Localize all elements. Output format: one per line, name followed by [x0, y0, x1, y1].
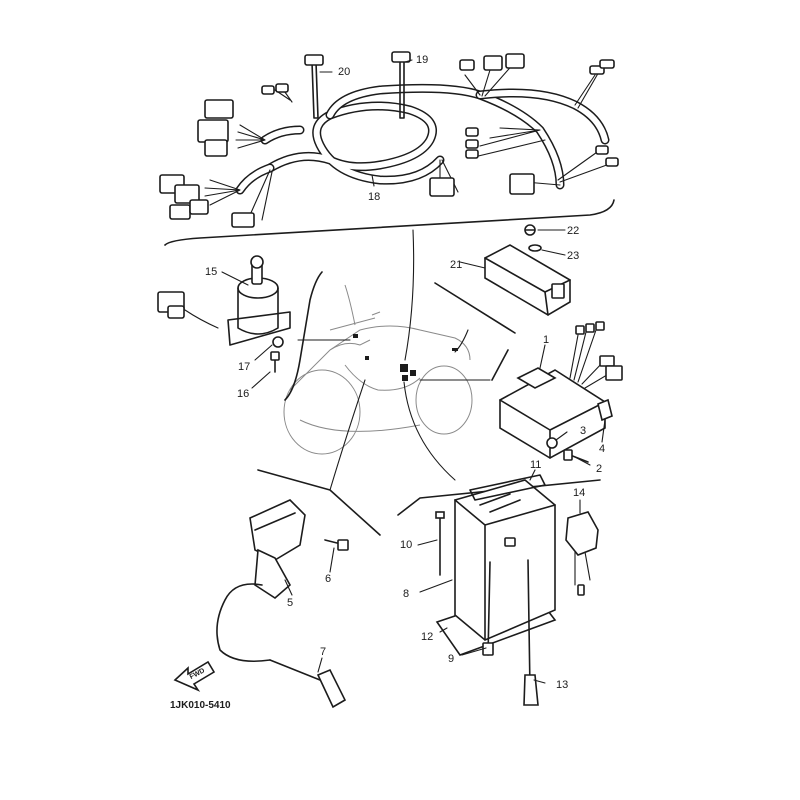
- callout-14: 14: [573, 487, 585, 499]
- callout-8: 8: [403, 588, 409, 600]
- callout-7: 7: [320, 646, 326, 658]
- ignition-coil-assembly: [216, 499, 349, 709]
- callout-2: 2: [596, 463, 602, 475]
- callout-6: 6: [325, 573, 331, 585]
- forward-arrow-icon: FWD: [173, 660, 216, 692]
- callout-15: 15: [205, 266, 217, 278]
- callout-23: 23: [567, 250, 579, 262]
- callout-12: 12: [421, 631, 433, 643]
- main-switch-assembly: [157, 255, 291, 373]
- callout-18: 18: [368, 191, 380, 203]
- callout-11: 11: [530, 459, 541, 471]
- callout-10: 10: [400, 539, 412, 551]
- callout-16: 16: [237, 388, 249, 400]
- callout-5: 5: [287, 597, 293, 609]
- callout-numbers: 1 2 3 4 5 6 7 8 9 10 11 12 13 14 15 16 1…: [205, 54, 605, 691]
- callout-22: 22: [567, 225, 579, 237]
- callout-3: 3: [580, 425, 586, 437]
- callout-13: 13: [556, 679, 568, 691]
- rectifier-regulator-assembly: [484, 224, 571, 316]
- figure-code: 1JK010-5410: [170, 700, 231, 711]
- callout-9: 9: [448, 653, 454, 665]
- callout-20: 20: [338, 66, 350, 78]
- ignitor-unit-assembly: [499, 321, 623, 463]
- callout-17: 17: [238, 361, 250, 373]
- callout-21: 21: [450, 259, 462, 271]
- callout-4: 4: [599, 443, 605, 455]
- wire-harness-section: [159, 51, 619, 246]
- motorcycle-outline: [283, 284, 473, 455]
- battery-assembly: [435, 474, 557, 706]
- callout-1: 1: [543, 334, 549, 346]
- callout-19: 19: [416, 54, 428, 66]
- leader-lines: [221, 59, 606, 684]
- relay-assembly: [565, 511, 599, 596]
